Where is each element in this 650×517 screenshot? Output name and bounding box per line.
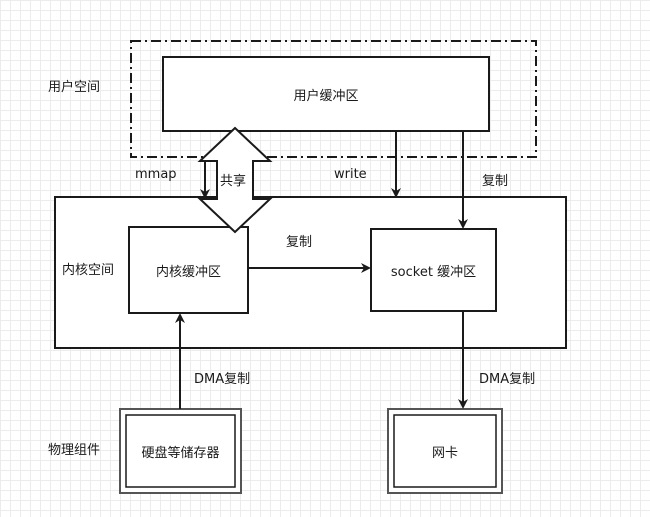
kernel-socket-copy-edge-label: 复制 xyxy=(286,235,313,250)
nic-dma-edge-label: DMA复制 xyxy=(479,372,536,387)
user-socket-copy-edge-label: 复制 xyxy=(482,174,509,189)
kernel-space-label: 内核空间 xyxy=(62,263,115,278)
physical-label: 物理组件 xyxy=(48,443,101,458)
kernel-buffer-box xyxy=(128,226,249,314)
mmap-shared-double-arrow xyxy=(197,126,273,234)
shared-edge-label: 共享 xyxy=(220,174,247,189)
user-buffer-label: 用户缓冲区 xyxy=(293,88,359,104)
user-buffer-box xyxy=(162,56,490,132)
kernel-buffer-label: 内核缓冲区 xyxy=(155,264,221,280)
user-space-label: 用户空间 xyxy=(48,80,101,95)
socket-buffer-box xyxy=(370,228,497,312)
socket-buffer-label: socket 缓冲区 xyxy=(390,264,477,280)
mmap-edge-label: mmap xyxy=(135,167,177,182)
user-space-region xyxy=(130,40,537,158)
disk-label: 硬盘等储存器 xyxy=(141,445,220,461)
disk-box-inner xyxy=(125,414,236,488)
disk-dma-edge-label: DMA复制 xyxy=(194,372,251,387)
nic-label: 网卡 xyxy=(431,445,458,461)
write-edge-label: write xyxy=(334,167,367,182)
nic-box-inner xyxy=(393,414,497,488)
